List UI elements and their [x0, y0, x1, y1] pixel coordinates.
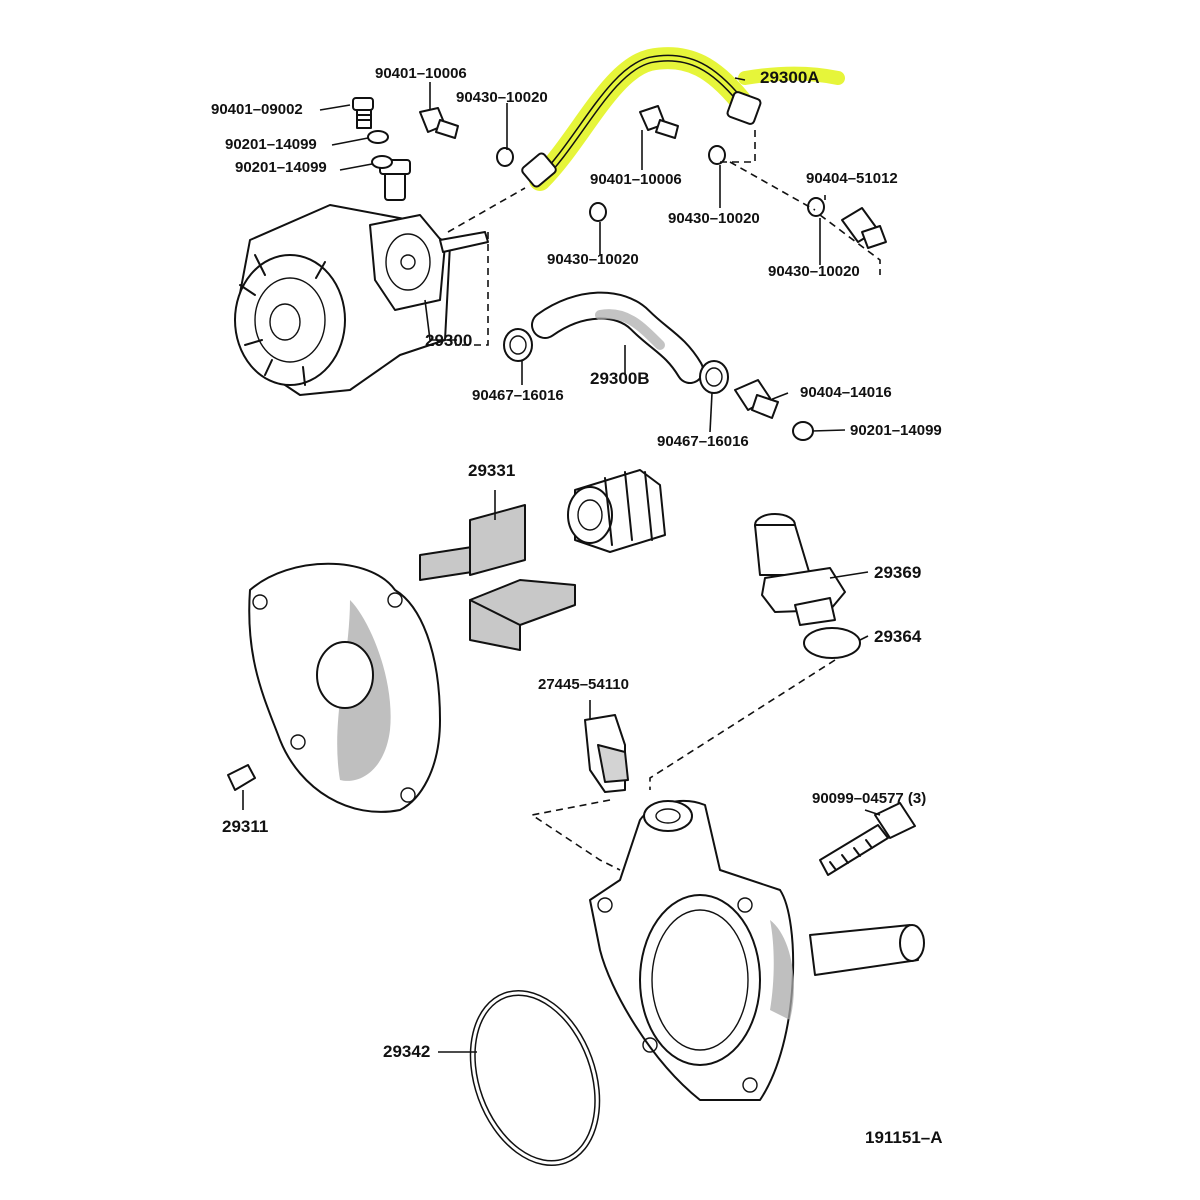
- vane-29331[interactable]: [419, 504, 576, 651]
- bolt-90401-10006-b[interactable]: [639, 105, 679, 139]
- pump-housing[interactable]: [589, 800, 925, 1101]
- bolt-90401-10006-a[interactable]: [419, 107, 459, 139]
- washer-90430-10020-d[interactable]: [807, 197, 825, 217]
- label-90404-14016: 90404–14016: [800, 384, 892, 401]
- label-29364: 29364: [874, 627, 922, 646]
- label-90201-14099-b: 90201–14099: [235, 159, 327, 176]
- label-90401-10006-b: 90401–10006: [590, 171, 682, 188]
- label-90430-10020-c: 90430–10020: [547, 251, 639, 268]
- label-90430-10020-b: 90430–10020: [668, 210, 760, 227]
- plug-29369[interactable]: [754, 513, 846, 626]
- washer-90430-10020-c[interactable]: [589, 202, 607, 222]
- o-ring-29342[interactable]: [450, 975, 619, 1180]
- rotor[interactable]: [567, 469, 666, 553]
- label-90430-10020-d: 90430–10020: [768, 263, 860, 280]
- label-90401-09002: 90401–09002: [211, 101, 303, 118]
- label-90099-04577: 90099–04577 (3): [812, 790, 927, 807]
- label-27445-54110: 27445–54110: [538, 676, 629, 693]
- label-90430-10020-a: 90430–10020: [456, 89, 548, 106]
- label-29300: 29300: [425, 331, 473, 350]
- clamp-90467-16016-a[interactable]: [503, 328, 533, 362]
- label-29331: 29331: [468, 461, 516, 480]
- bolt-90401-09002[interactable]: [352, 97, 374, 129]
- label-90201-14099-c: 90201–14099: [850, 422, 942, 439]
- label-90201-14099-a: 90201–14099: [225, 136, 317, 153]
- pin-29311[interactable]: [227, 764, 256, 791]
- washer-90201-14099-c[interactable]: [792, 421, 814, 441]
- diagram-id: 191151–A: [865, 1128, 943, 1147]
- label-90404-51012: 90404–51012: [806, 170, 898, 187]
- bolt-90099-04577[interactable]: [819, 802, 916, 876]
- label-90401-10006-a: 90401–10006: [375, 65, 467, 82]
- label-90467-16016-b: 90467–16016: [657, 433, 749, 450]
- clamp-90467-16016-b[interactable]: [699, 360, 729, 394]
- label-29300a: 29300A: [760, 68, 820, 87]
- hose-29300b[interactable]: [531, 291, 704, 384]
- washer-90430-10020-b[interactable]: [708, 145, 726, 165]
- gasket-29364[interactable]: [803, 627, 861, 659]
- label-29369: 29369: [874, 563, 922, 582]
- housing-plate[interactable]: [248, 562, 441, 813]
- bracket-27445-54110[interactable]: [584, 714, 629, 793]
- washer-90201-14099-b[interactable]: [371, 155, 393, 169]
- label-29300b: 29300B: [590, 369, 650, 388]
- washer-90201-14099-a[interactable]: [367, 130, 389, 144]
- washer-90430-10020-a[interactable]: [496, 147, 514, 167]
- label-90467-16016-a: 90467–16016: [472, 387, 564, 404]
- pipe-29300a[interactable]: [521, 47, 845, 191]
- union-90404-51012[interactable]: [841, 207, 887, 249]
- vacuum-pump-alternator[interactable]: [234, 159, 489, 396]
- label-29342: 29342: [383, 1042, 431, 1061]
- label-29311: 29311: [222, 817, 269, 836]
